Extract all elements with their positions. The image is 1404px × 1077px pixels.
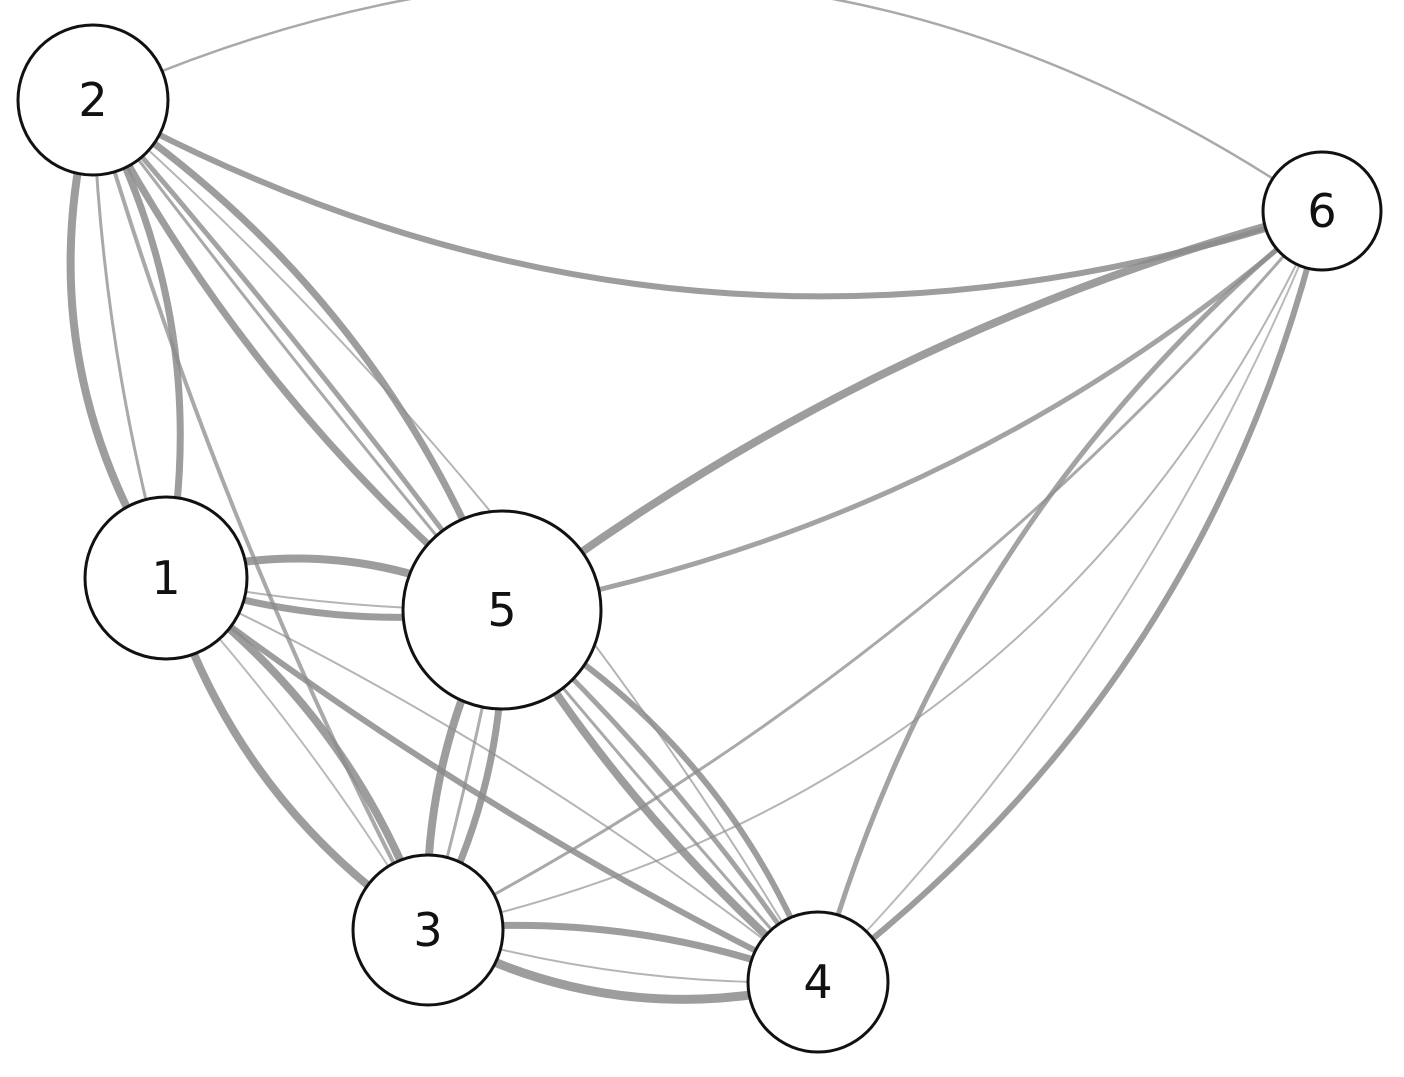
node-2: 2 bbox=[16, 23, 170, 177]
edge-6-3 bbox=[426, 209, 1324, 932]
node-5: 5 bbox=[401, 509, 603, 711]
edge-6-4 bbox=[815, 208, 1325, 985]
node-4-circle bbox=[746, 910, 890, 1054]
edge-2-6 bbox=[91, 0, 1324, 213]
edge-6-4 bbox=[817, 210, 1323, 983]
node-1-label: 1 bbox=[151, 551, 180, 605]
edges-layer bbox=[66, 0, 1326, 1004]
edge-2-3 bbox=[91, 98, 430, 932]
node-6: 6 bbox=[1261, 150, 1383, 272]
node-2-circle bbox=[16, 23, 170, 177]
node-4-label: 4 bbox=[803, 955, 832, 1009]
node-5-circle bbox=[401, 509, 603, 711]
node-6-circle bbox=[1261, 150, 1383, 272]
node-5-label: 5 bbox=[487, 583, 516, 637]
nodes-layer: 2 6 1 5 3 4 bbox=[16, 23, 1383, 1054]
node-1-circle bbox=[83, 495, 249, 661]
node-6-label: 6 bbox=[1307, 184, 1336, 238]
edge-2-6 bbox=[90, 97, 1325, 300]
node-4: 4 bbox=[746, 910, 890, 1054]
node-3-circle bbox=[351, 853, 505, 1007]
node-3: 3 bbox=[351, 853, 505, 1007]
node-3-label: 3 bbox=[413, 903, 442, 957]
node-1: 1 bbox=[83, 495, 249, 661]
edge-1-4 bbox=[165, 577, 819, 983]
edge-6-4 bbox=[815, 208, 1325, 985]
node-2-label: 2 bbox=[78, 73, 107, 127]
edge-6-3 bbox=[427, 210, 1323, 931]
edge-6-5 bbox=[499, 208, 1325, 613]
edge-6-5 bbox=[498, 207, 1326, 614]
